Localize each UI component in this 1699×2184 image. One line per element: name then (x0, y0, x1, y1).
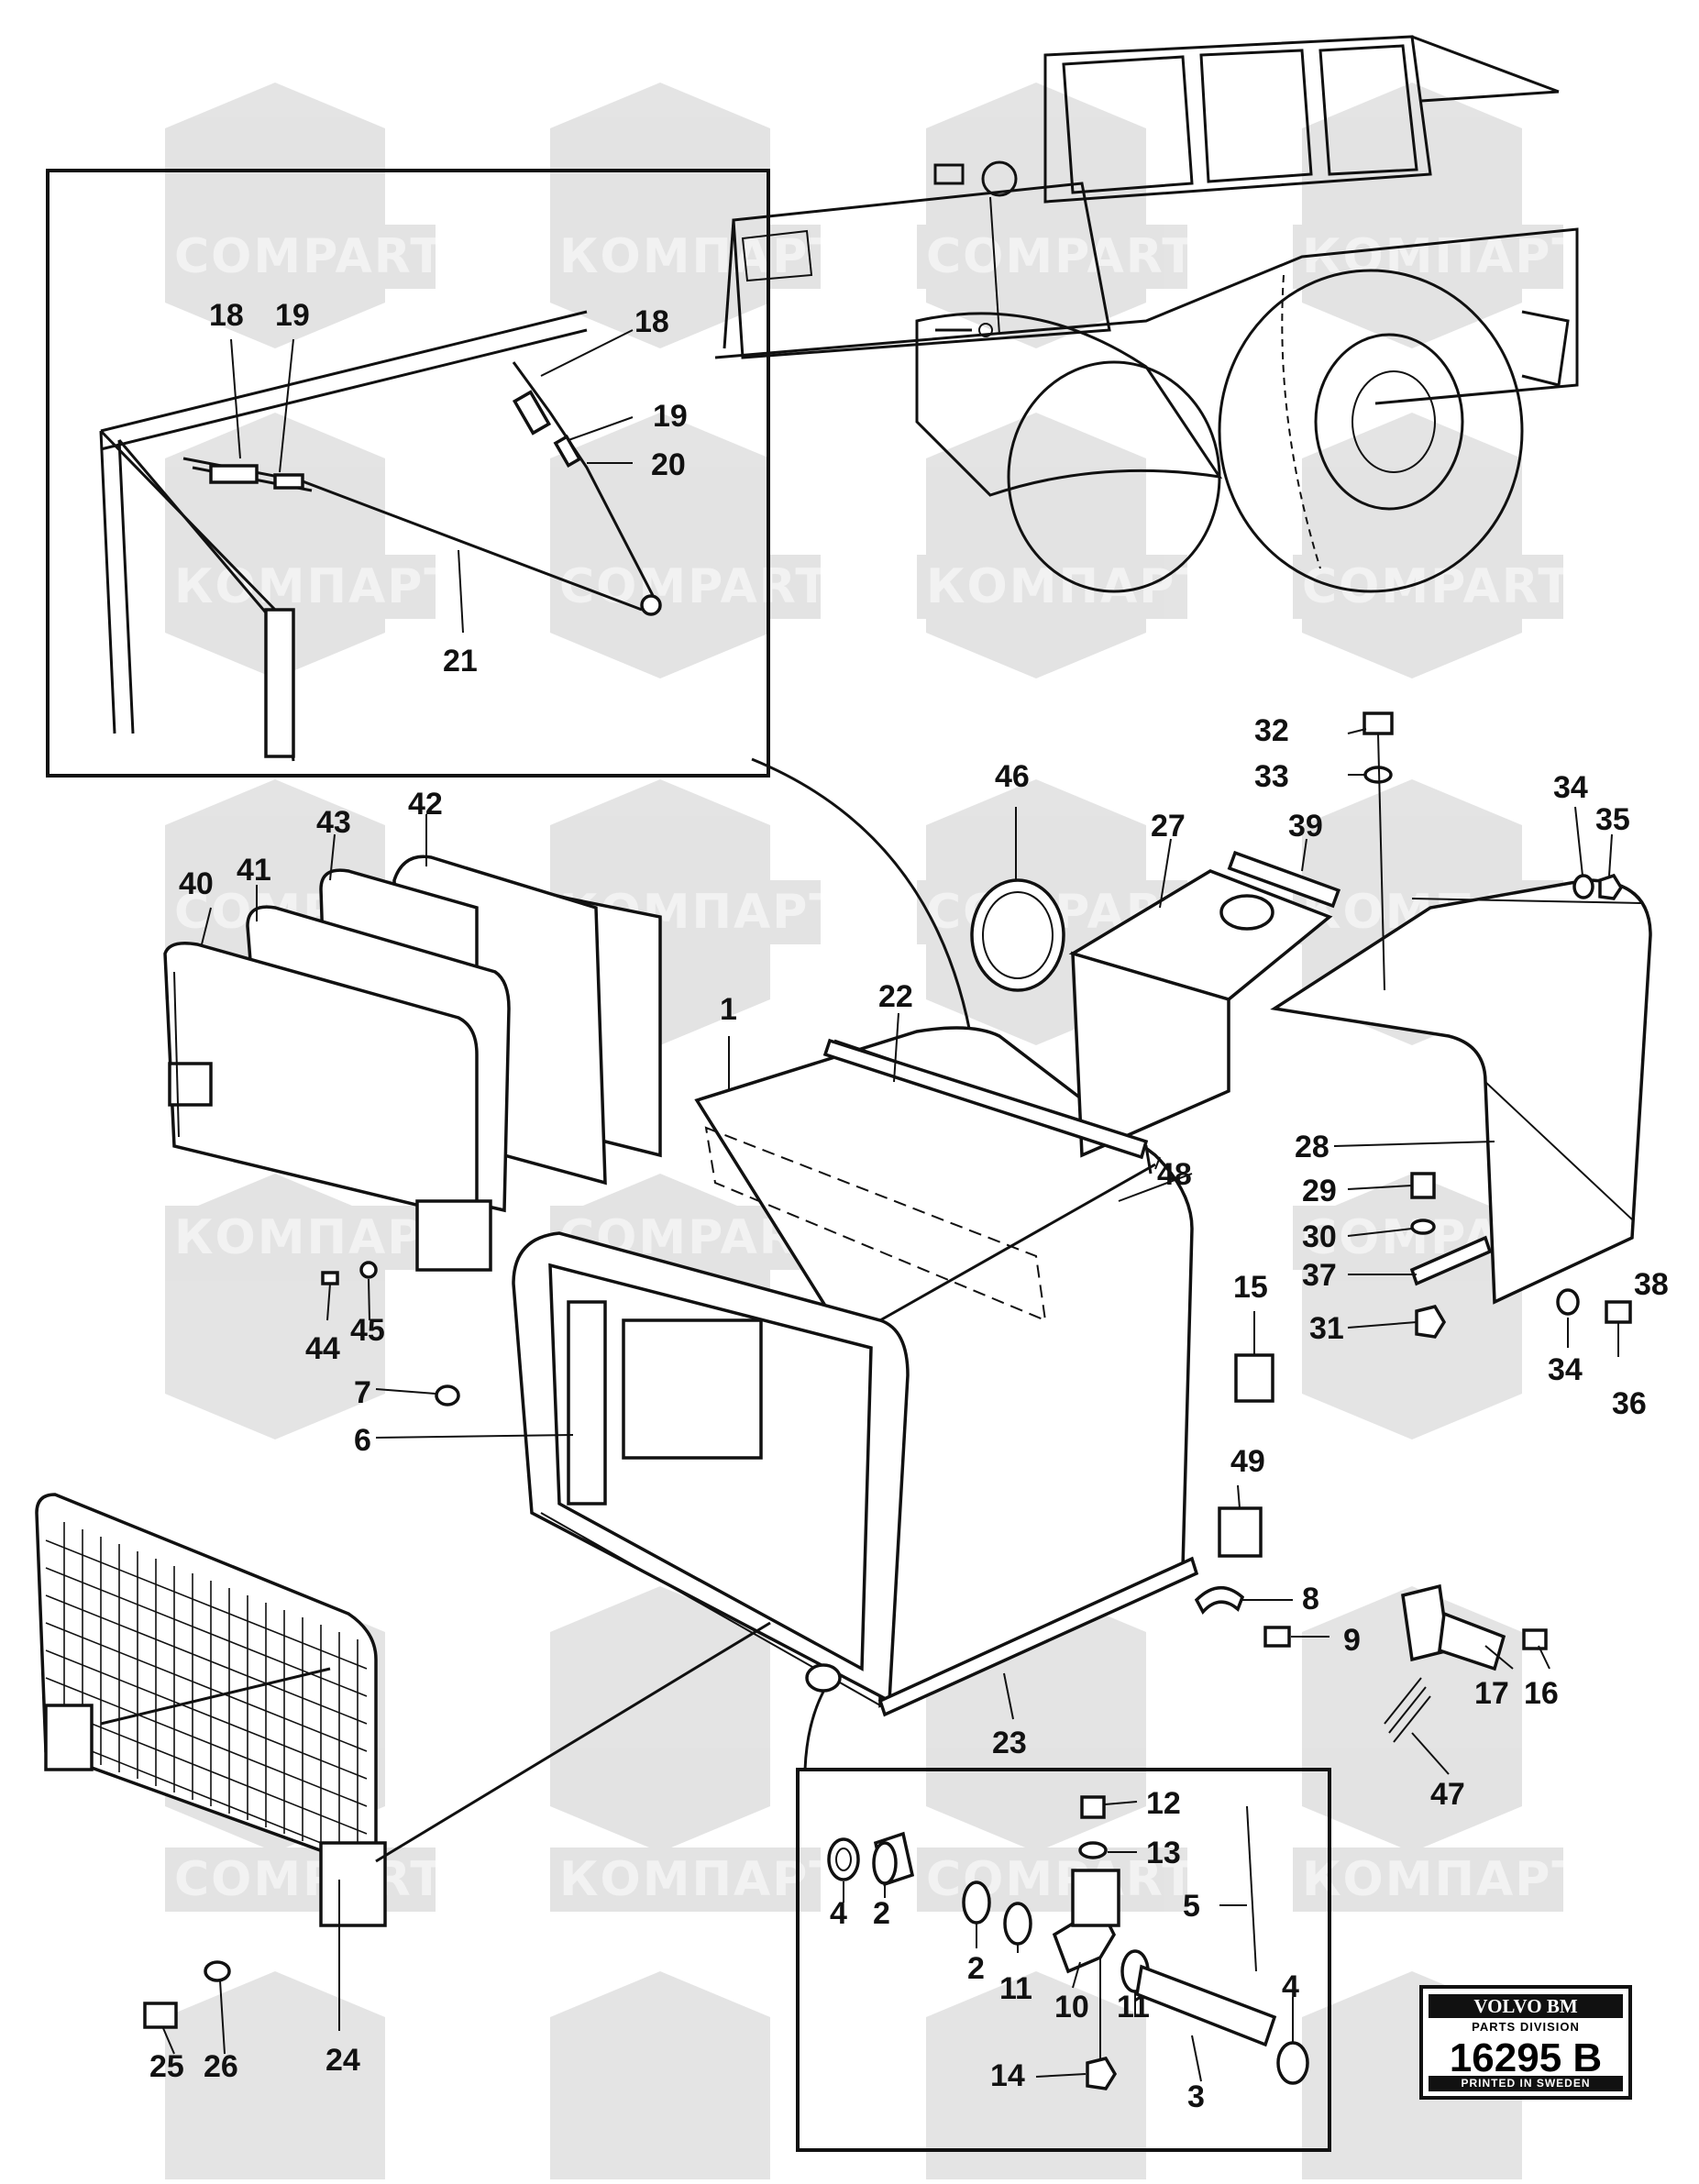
callout-19: 19 (653, 399, 688, 434)
watermark-text: КОМПАРТ (926, 559, 1210, 614)
callout-29: 29 (1302, 1174, 1337, 1208)
callout-41: 41 (237, 853, 271, 888)
callout-25: 25 (149, 2049, 184, 2084)
callout-45: 45 (350, 1313, 385, 1348)
callout-34: 34 (1548, 1352, 1583, 1387)
callout-40: 40 (179, 866, 214, 901)
callout-5: 5 (1183, 1889, 1200, 1924)
leader-lines (162, 329, 1619, 2082)
callout-34: 34 (1553, 770, 1588, 805)
insulation-panels (163, 855, 662, 1272)
hinge-detail-inset (796, 1691, 1331, 2152)
callout-26: 26 (204, 2049, 238, 2084)
callout-33: 33 (1254, 759, 1289, 794)
callout-11: 11 (1117, 1990, 1150, 2024)
callout-4: 4 (1282, 1969, 1299, 2004)
callout-22: 22 (878, 979, 913, 1014)
watermark-text: COMPART (926, 229, 1197, 284)
callout-36: 36 (1612, 1386, 1647, 1421)
callout-9: 9 (1343, 1623, 1361, 1658)
callout-30: 30 (1302, 1219, 1337, 1254)
callout-42: 42 (408, 787, 443, 822)
grille-leader (375, 1621, 771, 1863)
cable-detail-inset (46, 169, 770, 778)
callout-44: 44 (305, 1331, 340, 1366)
upper-bracket (1068, 850, 1341, 1158)
callout-19: 19 (275, 298, 310, 333)
callout-18: 18 (209, 298, 244, 333)
callout-23: 23 (992, 1726, 1027, 1760)
watermark-text: КОМПАРТ (1302, 1852, 1586, 1907)
callout-8: 8 (1302, 1582, 1319, 1616)
callout-43: 43 (316, 805, 351, 840)
callout-48: 48 (1157, 1157, 1192, 1192)
callout-10: 10 (1054, 1990, 1089, 2024)
callout-35: 35 (1595, 802, 1630, 837)
callout-12: 12 (1146, 1786, 1181, 1821)
callout-27: 27 (1151, 809, 1186, 844)
callout-2: 2 (967, 1951, 985, 1986)
callout-17: 17 (1474, 1676, 1509, 1711)
callout-7: 7 (354, 1375, 371, 1410)
front-grille (35, 1493, 387, 1927)
callout-14: 14 (990, 2058, 1025, 2093)
watermark-text: КОМПАРТ (1302, 229, 1586, 284)
watermark-text: КОМПАРТ (174, 1210, 458, 1265)
callout-15: 15 (1233, 1270, 1268, 1305)
seal-strip-bottom (877, 1556, 1199, 1717)
callout-1: 1 (720, 992, 737, 1027)
watermark-text: COMPART (1302, 559, 1572, 614)
watermark-text: КОМПАРТ (174, 559, 458, 614)
callout-28: 28 (1295, 1130, 1329, 1164)
badge-number: 16295 B (1449, 2035, 1603, 2080)
callout-37: 37 (1302, 1258, 1337, 1293)
callout-4: 4 (830, 1896, 847, 1931)
callout-11: 11 (999, 1971, 1032, 2006)
main-hood (512, 1026, 1194, 1708)
badge-division: PARTS DIVISION (1472, 2020, 1580, 2034)
callout-20: 20 (651, 447, 686, 482)
callout-38: 38 (1634, 1267, 1669, 1302)
dumper-truck-illustration (714, 35, 1579, 593)
callout-18: 18 (634, 304, 669, 339)
callout-3: 3 (1187, 2079, 1205, 2114)
callout-21: 21 (443, 644, 478, 678)
watermark-text: КОМПАРТ (559, 229, 844, 284)
watermark-text: КОМПАРТ (559, 1852, 844, 1907)
callout-39: 39 (1288, 809, 1323, 844)
callout-49: 49 (1230, 1444, 1265, 1479)
seal-strip-top (822, 1038, 1149, 1160)
small-hardware (143, 711, 1632, 2029)
callout-6: 6 (354, 1423, 371, 1458)
callout-labels: 18 19 18 19 20 21 46 27 39 32 33 34 35 4… (149, 298, 1669, 2114)
watermark-text: COMPART (559, 559, 830, 614)
callout-2: 2 (873, 1896, 890, 1931)
watermark-text: COMPART (174, 229, 445, 284)
callout-16: 16 (1524, 1676, 1559, 1711)
callout-31: 31 (1309, 1311, 1344, 1346)
callout-32: 32 (1254, 713, 1289, 748)
seal-ring (970, 878, 1065, 992)
volvo-bm-parts-badge: VOLVO BM PARTS DIVISION 16295 B PRINTED … (1419, 1985, 1632, 2100)
callout-24: 24 (325, 2043, 360, 2078)
badge-brand: VOLVO BM (1429, 1994, 1623, 2018)
badge-printed: PRINTED IN SWEDEN (1429, 2076, 1623, 2091)
inset-frame (46, 169, 770, 778)
callout-47: 47 (1430, 1777, 1465, 1812)
callout-46: 46 (995, 759, 1030, 794)
watermark-text: COMPART (174, 1852, 445, 1907)
callout-13: 13 (1146, 1836, 1181, 1870)
hinge-inset-frame (796, 1768, 1331, 2152)
